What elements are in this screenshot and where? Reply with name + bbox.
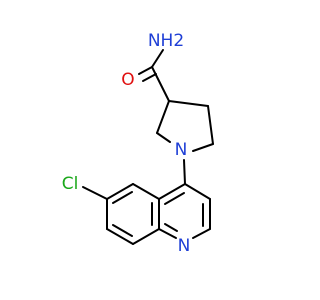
bond-c-c3 xyxy=(151,66,170,102)
bond-c4a-c4 xyxy=(158,183,186,200)
molecule-canvas: NH2 O N Cl N xyxy=(62,31,214,256)
bond-n-c2 xyxy=(156,132,171,143)
atom-label-n-quinoline: N xyxy=(178,236,191,256)
bond-c7-c8 xyxy=(106,228,134,245)
bond-c5-c6 xyxy=(106,183,134,200)
atom-label-nh2: NH2 xyxy=(148,31,184,51)
atom-labels: NH2 O N Cl N xyxy=(62,31,191,256)
bonds xyxy=(82,49,214,245)
bond-c3-c4 xyxy=(168,100,209,107)
bond-c4-c3q xyxy=(184,183,211,200)
bond-c2-c3 xyxy=(156,100,170,134)
bond-c8-c8a xyxy=(132,228,160,245)
bond-c5-c6-inner xyxy=(112,191,133,204)
atom-label-o: O xyxy=(121,70,134,90)
atom-label-cl: Cl xyxy=(62,174,79,194)
bond-c4a-c4-inner xyxy=(164,192,185,205)
bond-c-nh2 xyxy=(151,49,164,68)
bond-c2-nq xyxy=(192,228,211,239)
bond-n-c4q xyxy=(183,159,186,185)
atom-label-n-pyrrolidine: N xyxy=(175,140,188,160)
bond-c4a-c5 xyxy=(132,183,160,200)
bond-c5-n xyxy=(192,143,214,152)
bond-c7-c8-inner xyxy=(112,224,133,237)
bond-c6-cl xyxy=(82,186,108,200)
bond-c-o-1 xyxy=(138,66,153,75)
bond-nq-c8a-inner xyxy=(164,223,178,232)
bond-c4-c5 xyxy=(207,105,214,145)
bond-nq-c8a xyxy=(158,228,177,239)
structure-diagram: NH2 O N Cl N xyxy=(62,31,214,256)
bond-c-o-2 xyxy=(142,73,157,82)
